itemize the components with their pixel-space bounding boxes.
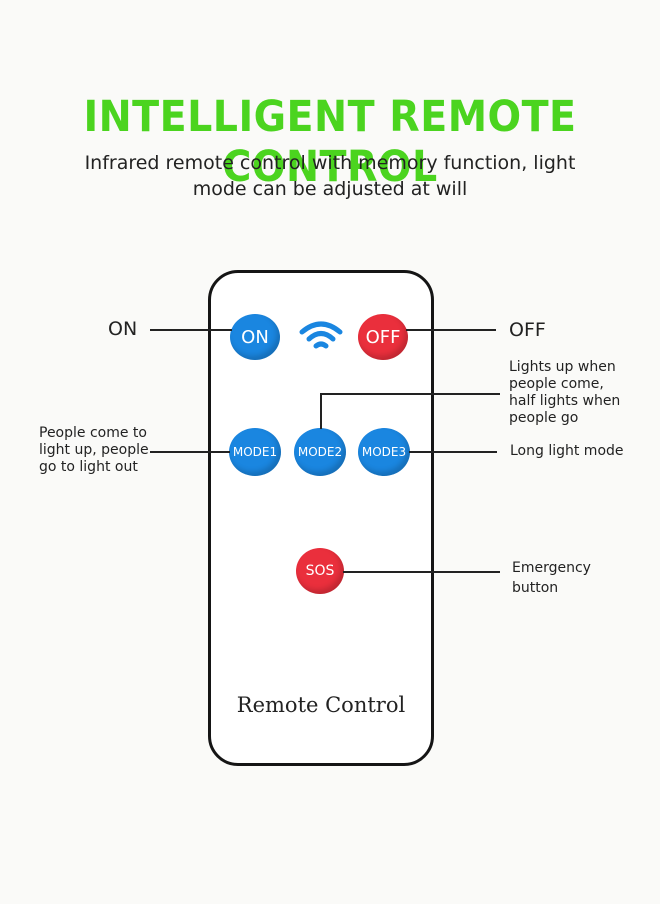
callout-line-sos: [343, 571, 500, 573]
callout-mode1-label: People come to light up, people go to li…: [39, 425, 149, 476]
callout-line-on: [150, 329, 232, 331]
callout-mode2-line-1: Lights up when: [509, 359, 616, 375]
page-subtitle: Infrared remote control with memory func…: [60, 150, 600, 202]
callout-sos-line-2: button: [512, 580, 559, 596]
callout-mode1-line-1: People come to: [39, 425, 147, 441]
callout-mode2-label: Lights up when people come, half lights …: [509, 359, 620, 427]
mode2-button[interactable]: MODE2: [294, 428, 346, 476]
callout-mode2-line-3: half lights when: [509, 393, 621, 409]
callout-line-mode1: [150, 451, 230, 453]
callout-off-label: OFF: [509, 319, 546, 341]
callout-sos-line-1: Emergency: [512, 560, 591, 576]
callout-line-mode2-vertical: [320, 393, 322, 429]
callout-mode2-line-4: people go: [509, 410, 579, 426]
wifi-signal-icon: [299, 321, 343, 349]
mode3-button[interactable]: MODE3: [358, 428, 410, 476]
sos-button[interactable]: SOS: [296, 548, 344, 594]
callout-mode2-line-2: people come,: [509, 376, 604, 392]
subtitle-line-2: mode can be adjusted at will: [192, 178, 468, 200]
callout-on-label: ON: [108, 318, 138, 340]
on-button[interactable]: ON: [230, 314, 280, 360]
callout-mode1-line-3: go to light out: [39, 459, 138, 475]
subtitle-line-1: Infrared remote control with memory func…: [84, 152, 576, 174]
callout-line-mode3: [409, 451, 497, 453]
callout-line-off: [406, 329, 496, 331]
callout-mode3-label: Long light mode: [510, 443, 624, 459]
off-button[interactable]: OFF: [358, 314, 408, 360]
callout-mode1-line-2: light up, people: [39, 442, 149, 458]
callout-line-mode2-horizontal: [320, 393, 500, 395]
mode1-button[interactable]: MODE1: [229, 428, 281, 476]
callout-sos-label: Emergency button: [512, 558, 591, 598]
page-title: INTELLIGENT REMOTE CONTROL: [83, 92, 577, 192]
remote-control-label: Remote Control: [236, 693, 406, 717]
